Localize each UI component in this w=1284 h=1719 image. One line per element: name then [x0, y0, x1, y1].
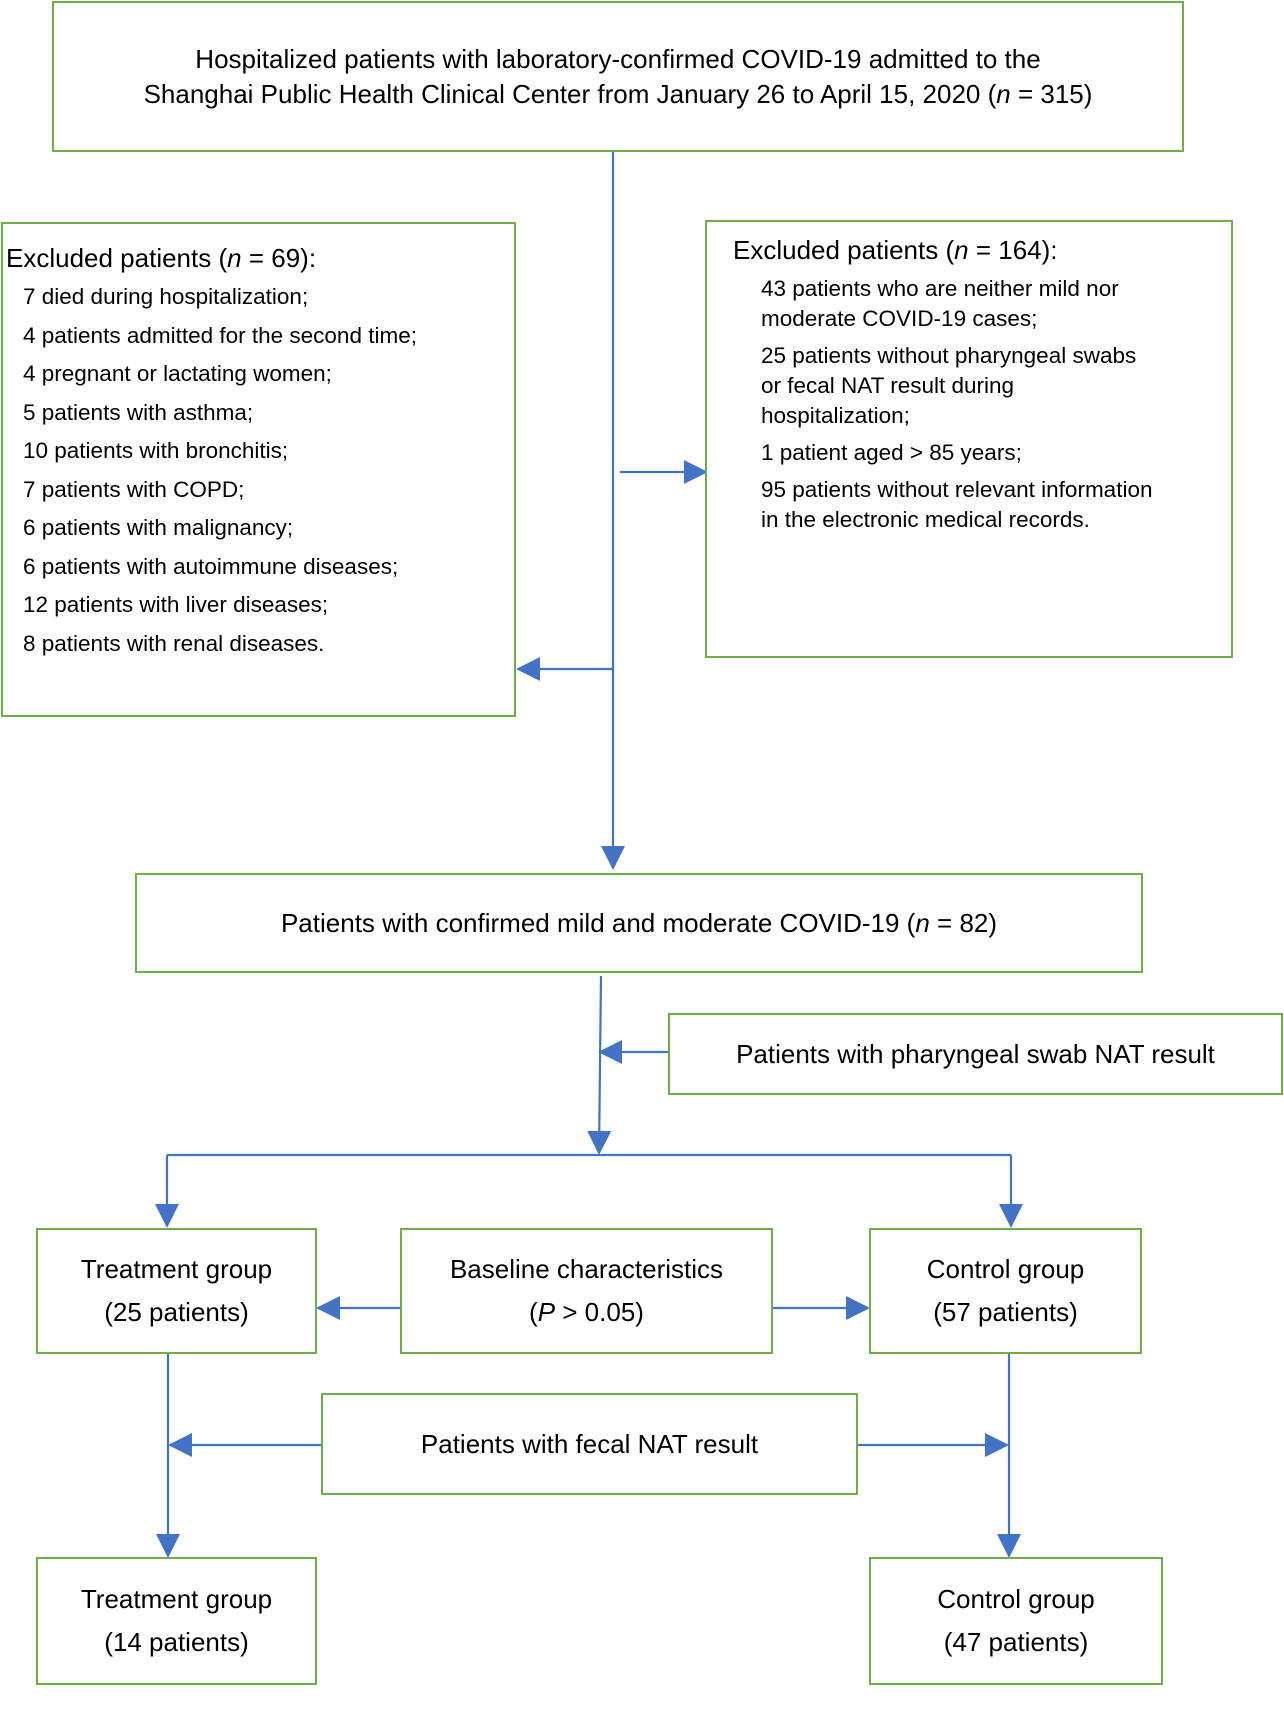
pharyngeal-box: Patients with pharyngeal swab NAT result [668, 1013, 1283, 1095]
control-group-label: Control group [937, 1584, 1095, 1614]
confirmed-box: Patients with confirmed mild and moderat… [135, 873, 1143, 973]
treatment-group-box-2: Treatment group (14 patients) [36, 1557, 317, 1685]
exclusion-item: 1 patient aged > 85 years; [761, 440, 1022, 465]
exclusion-item: 43 patients who are neither mild nor mod… [761, 276, 1119, 331]
confirmed-count: = 82) [929, 907, 998, 938]
treatment-group-label: Treatment group [80, 1584, 273, 1614]
exclusion-item: 12 patients with liver diseases; [23, 592, 329, 617]
p-symbol: P [537, 1297, 556, 1327]
n-symbol: n [227, 243, 242, 273]
control-group-count: (57 patients) [933, 1297, 1078, 1327]
inclusion-line-2-text: Shanghai Public Health Clinical Center f… [143, 78, 997, 109]
excluded-left-box [1, 222, 516, 717]
confirmed-down-line [587, 975, 612, 1155]
n-symbol: n [996, 78, 1011, 109]
baseline-p-value: (P > 0.05) [529, 1291, 644, 1334]
exclusion-item: 4 pregnant or lactating women; [23, 361, 332, 386]
exclusion-item: 6 patients with autoimmune diseases; [23, 553, 399, 579]
exclusion-item: 7 patients with COPD; [23, 476, 245, 502]
n-symbol: n [915, 907, 930, 938]
inclusion-box: Hospitalized patients with laboratory-co… [52, 1, 1184, 152]
paren-open: ( [529, 1297, 538, 1327]
excluded-left-title: Excluded patients (n = 69): [6, 240, 511, 276]
pharyngeal-text: Patients with pharyngeal swab NAT result [736, 1038, 1215, 1069]
excluded-left-title-text: Excluded patients ( [6, 243, 228, 273]
baseline-label: Baseline characteristics [449, 1254, 724, 1284]
p-threshold: > 0.05) [555, 1297, 644, 1327]
baseline-box: Baseline characteristics (P > 0.05) [400, 1228, 773, 1354]
exclusion-item: 5 patients with asthma; [23, 399, 254, 425]
control-group-box-2: Control group (47 patients) [869, 1557, 1163, 1685]
fecal-box: Patients with fecal NAT result [321, 1393, 858, 1495]
confirmed-text-main: Patients with confirmed mild and moderat… [280, 907, 916, 938]
confirmed-text: Patients with confirmed mild and moderat… [281, 906, 997, 941]
treatment-group-label: Treatment group [80, 1254, 273, 1284]
exclusion-item: 7 died during hospitalization; [23, 284, 309, 309]
excluded-left-list: Excluded patients (n = 69): 7 died durin… [6, 240, 511, 667]
inclusion-count: = 315) [1010, 78, 1093, 109]
control-group-count: (47 patients) [943, 1627, 1089, 1657]
treatment-group-count: (25 patients) [104, 1297, 249, 1327]
inclusion-line-1: Hospitalized patients with laboratory-co… [195, 43, 1041, 74]
excluded-right-list: Excluded patients (n = 164): 43 patients… [733, 232, 1223, 535]
n-symbol: n [954, 235, 969, 265]
excluded-left-count: = 69): [241, 243, 317, 273]
excluded-right-title-text: Excluded patients ( [733, 235, 955, 265]
inclusion-line-2: Shanghai Public Health Clinical Center f… [144, 77, 1093, 112]
exclusion-item: 8 patients with renal diseases. [23, 630, 325, 656]
treatment-group-box-1: Treatment group (25 patients) [36, 1228, 317, 1354]
exclusion-item: 6 patients with malignancy; [23, 515, 294, 540]
excluded-right-title: Excluded patients (n = 164): [733, 232, 1223, 268]
exclusion-item: 4 patients admitted for the second time; [23, 322, 417, 348]
exclusion-item: 10 patients with bronchitis; [23, 438, 289, 463]
excluded-right-box [705, 220, 1233, 658]
control-group-box-1: Control group (57 patients) [869, 1228, 1142, 1354]
control-group-label: Control group [926, 1254, 1085, 1284]
exclusion-item: 25 patients without pharyngeal swabs or … [761, 343, 1137, 428]
treatment-group-count: (14 patients) [104, 1627, 249, 1657]
exclusion-item: 95 patients without relevant information… [761, 477, 1153, 532]
excluded-right-count: = 164): [968, 235, 1058, 265]
fecal-text: Patients with fecal NAT result [420, 1428, 759, 1459]
